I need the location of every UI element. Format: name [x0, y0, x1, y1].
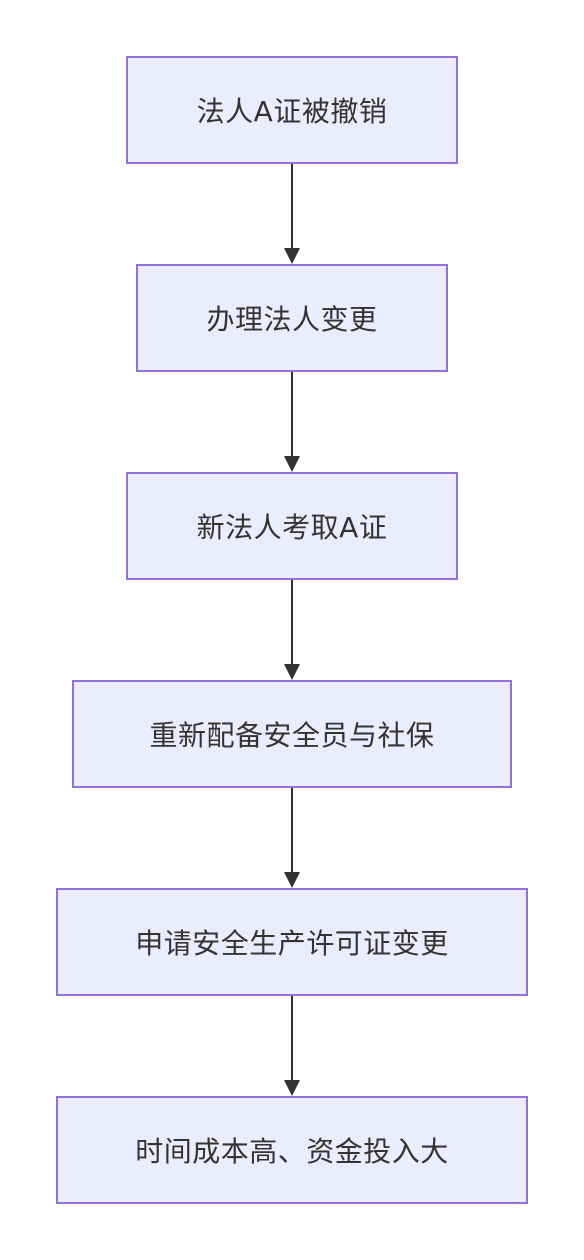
edge-n5-n6: [284, 996, 300, 1096]
node-label: 时间成本高、资金投入大: [135, 1135, 449, 1168]
flow-node-safety-staff-social-insurance: 重新配备安全员与社保: [72, 680, 512, 788]
node-label: 重新配备安全员与社保: [149, 719, 435, 752]
edge-n2-n3: [284, 372, 300, 472]
edge-n4-n5: [284, 788, 300, 888]
arrowhead-icon: [284, 664, 300, 680]
node-label: 申请安全生产许可证变更: [135, 927, 449, 960]
flow-node-safety-license-change: 申请安全生产许可证变更: [56, 888, 528, 996]
node-label: 法人A证被撤销: [196, 95, 388, 128]
flow-node-legal-person-change: 办理法人变更: [136, 264, 448, 372]
arrowhead-icon: [284, 456, 300, 472]
arrowhead-icon: [284, 1080, 300, 1096]
arrowhead-icon: [284, 248, 300, 264]
flow-node-new-legal-person-exam: 新法人考取A证: [126, 472, 458, 580]
node-label: 办理法人变更: [206, 303, 378, 336]
node-label: 新法人考取A证: [196, 511, 388, 544]
flow-node-a-cert-revoked: 法人A证被撤销: [126, 56, 458, 164]
flow-node-high-cost: 时间成本高、资金投入大: [56, 1096, 528, 1204]
edge-n3-n4: [284, 580, 300, 680]
edge-n1-n2: [284, 164, 300, 264]
arrowhead-icon: [284, 872, 300, 888]
